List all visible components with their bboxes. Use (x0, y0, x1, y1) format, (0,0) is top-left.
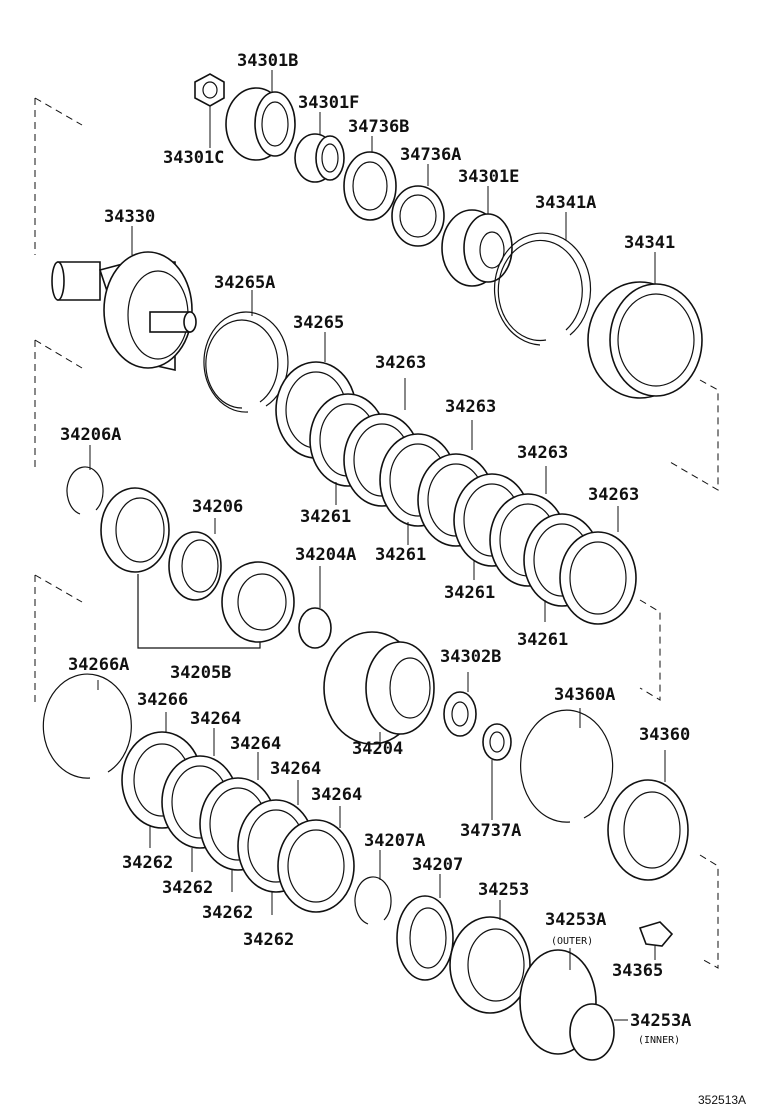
part-34736B-bearing-race (343, 136, 397, 221)
part-34360-hub (607, 750, 689, 881)
clutch-pack-lower (121, 712, 355, 915)
label-34207A: 34207A (364, 831, 425, 851)
label-34736B: 34736B (348, 117, 409, 137)
clutch-pack-upper (309, 378, 637, 625)
label-34253: 34253 (478, 880, 529, 900)
label-34301F: 34301F (298, 93, 359, 113)
part-34737A-washer (482, 723, 512, 820)
label-34206A: 34206A (60, 425, 121, 445)
part-34330-shaft-drum (51, 226, 197, 371)
label-34736A: 34736A (400, 145, 461, 165)
part-34301C-nut (194, 73, 225, 148)
label-34263-c: 34263 (517, 443, 568, 463)
part-34253-piston (449, 900, 531, 1014)
label-34205B: 34205B (170, 663, 231, 683)
part-34206A-snap-ring (66, 445, 104, 515)
label-34330: 34330 (104, 207, 155, 227)
label-34263-b: 34263 (445, 397, 496, 417)
label-34341A: 34341A (535, 193, 596, 213)
label-34264-a: 34264 (190, 709, 241, 729)
label-34365: 34365 (612, 961, 663, 981)
part-34206-one-way-clutch (168, 518, 222, 601)
label-34253A-outer: 34253A (545, 910, 606, 930)
label-34206: 34206 (192, 497, 243, 517)
part-34341A-snap-ring (493, 212, 592, 346)
label-34360: 34360 (639, 725, 690, 745)
label-34264-b: 34264 (230, 734, 281, 754)
part-34360A-snap-ring (520, 708, 614, 823)
part-34205B-cylinder (100, 487, 261, 649)
part-34266A-snap-ring (42, 673, 132, 779)
part-34253A-inner-seal (569, 1003, 628, 1061)
label-34263-a: 34263 (375, 353, 426, 373)
label-34263-d: 34263 (588, 485, 639, 505)
part-34204A-o-ring (298, 566, 332, 649)
part-34205B-race (221, 561, 295, 643)
figure-id: 352513A (698, 1093, 746, 1107)
part-labels: 34301B 34301F 34301C 34736B 34736A 34301… (60, 51, 746, 1107)
label-34261-b: 34261 (375, 545, 426, 565)
label-34265: 34265 (293, 313, 344, 333)
label-34261-a: 34261 (300, 507, 351, 527)
part-34265A-snap-ring (203, 290, 289, 413)
part-34204-sun-gear (323, 631, 435, 745)
label-34262-d: 34262 (243, 930, 294, 950)
label-34207: 34207 (412, 855, 463, 875)
part-34302B-bearing (443, 672, 477, 737)
part-34365-clip (638, 921, 674, 960)
label-34253A-inner-note: (INNER) (638, 1035, 680, 1046)
label-34301E: 34301E (458, 167, 519, 187)
label-34262-c: 34262 (202, 903, 253, 923)
label-34341: 34341 (624, 233, 675, 253)
part-34207-return-spring (396, 874, 454, 981)
part-34736A-washer (391, 164, 445, 247)
label-34265A: 34265A (214, 273, 275, 293)
label-34302B: 34302B (440, 647, 501, 667)
label-34737A: 34737A (460, 821, 521, 841)
assembly-guide-lines (34, 97, 719, 969)
part-34207A-snap-ring (354, 850, 392, 925)
label-34253A-outer-note: (OUTER) (551, 936, 593, 947)
part-34301B-bearing (225, 70, 296, 161)
label-34264-d: 34264 (311, 785, 362, 805)
part-34301F-sleeve (294, 112, 345, 183)
label-34261-c: 34261 (444, 583, 495, 603)
label-34360A: 34360A (554, 685, 615, 705)
part-34301E-hub (441, 186, 513, 287)
label-34264-c: 34264 (270, 759, 321, 779)
part-34341-clutch-drum (587, 252, 703, 399)
label-34301B: 34301B (237, 51, 298, 71)
label-34266: 34266 (137, 690, 188, 710)
label-34204A: 34204A (295, 545, 356, 565)
label-34262-a: 34262 (122, 853, 173, 873)
label-34204: 34204 (352, 739, 403, 759)
label-34301C: 34301C (163, 148, 224, 168)
label-34266A: 34266A (68, 655, 129, 675)
label-34262-b: 34262 (162, 878, 213, 898)
label-34261-d: 34261 (517, 630, 568, 650)
label-34253A-inner: 34253A (630, 1011, 691, 1031)
